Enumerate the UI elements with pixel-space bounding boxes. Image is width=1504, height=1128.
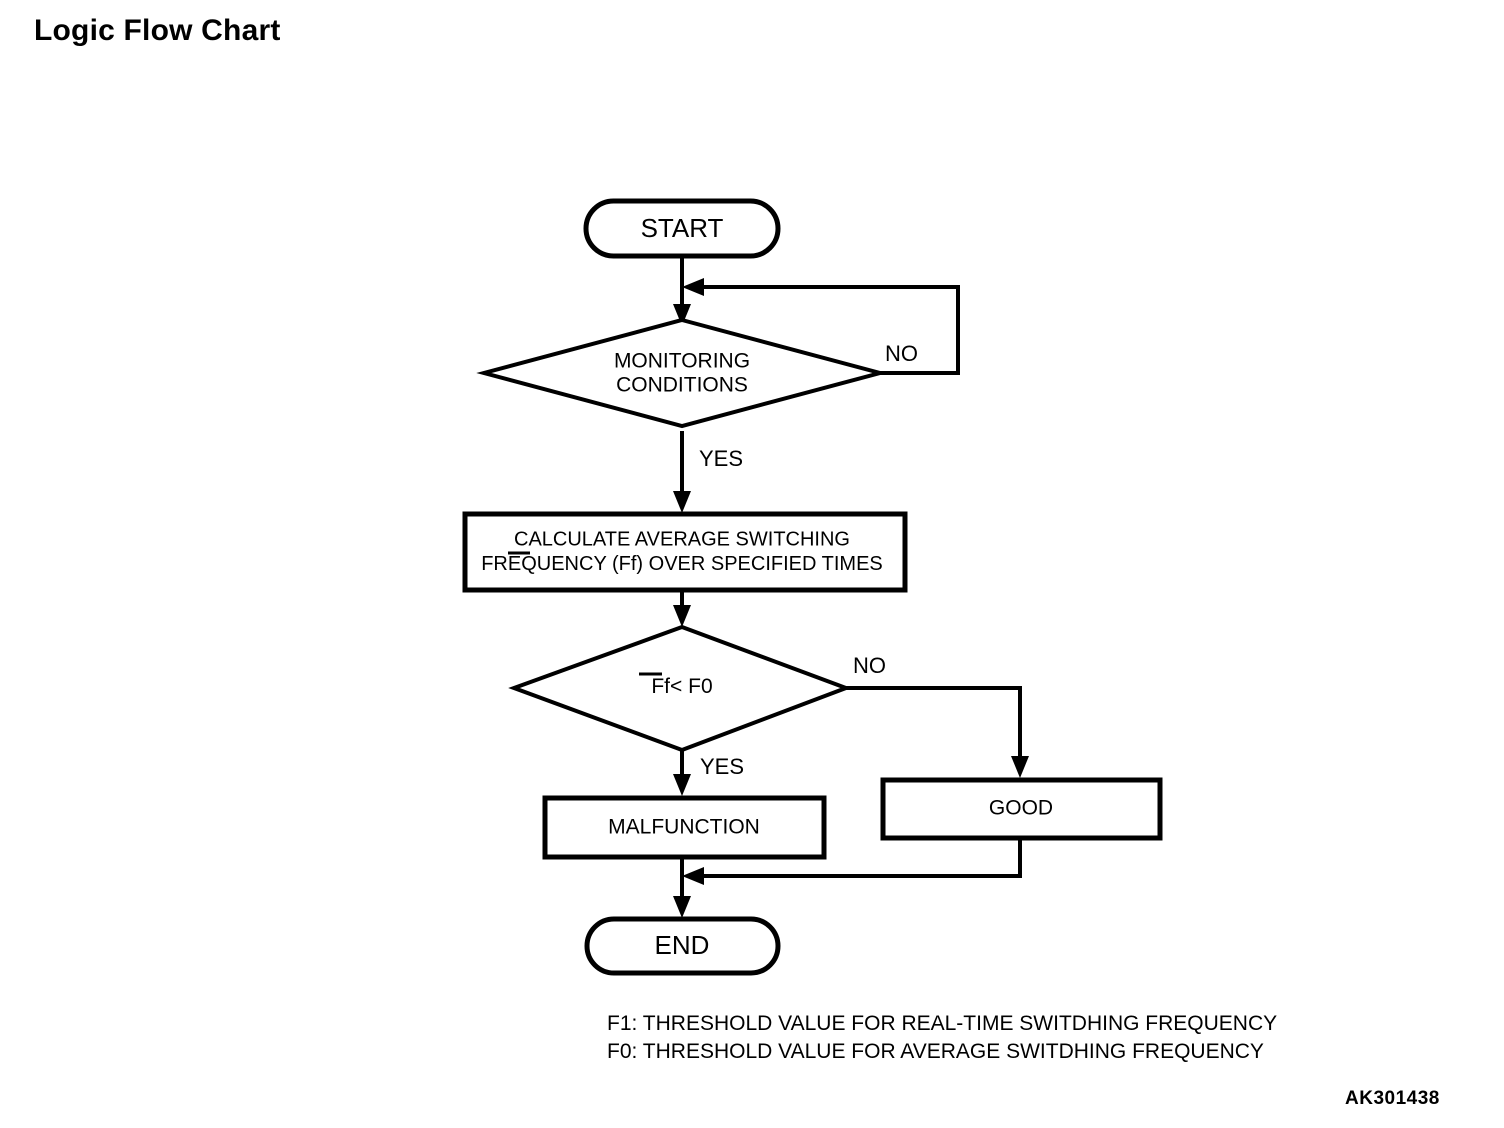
node-calculate-label-line2-pre: FREQUENCY ( (481, 553, 619, 575)
node-compare-label-var: Ff (651, 675, 670, 698)
edge-label-no-compare: NO (853, 653, 886, 678)
node-compare-ff-f0[interactable]: Ff< F0 (508, 624, 852, 753)
legend-line-f0: F0: THRESHOLD VALUE FOR AVERAGE SWITDHIN… (607, 1039, 1264, 1063)
edge-compare-no-to-good (846, 686, 1029, 778)
edge-good-to-join (682, 838, 1022, 885)
node-calculate-label-line1: CALCULATE AVERAGE SWITCHING (514, 528, 850, 550)
edge-start-to-monitoring (673, 257, 691, 326)
edge-monitoring-to-calculate (673, 431, 691, 513)
edge-label-yes-compare: YES (700, 754, 744, 779)
figure-code: AK301438 (1345, 1088, 1440, 1109)
node-malfunction-label: MALFUNCTION (608, 816, 760, 839)
edge-label-yes-monitoring: YES (699, 446, 743, 471)
node-monitoring-label-line1: MONITORING (614, 350, 750, 373)
node-compare-label: Ff< F0 (651, 675, 712, 698)
node-calculate-label-line2: FREQUENCY (Ff) OVER SPECIFIED TIMES (481, 553, 883, 575)
node-monitoring-label-line2: CONDITIONS (616, 374, 748, 397)
legend-line-f1: F1: THRESHOLD VALUE FOR REAL-TIME SWITDH… (607, 1012, 1278, 1035)
node-end-label: END (655, 930, 710, 960)
node-malfunction[interactable]: MALFUNCTION (542, 795, 827, 860)
node-good[interactable]: GOOD (880, 777, 1163, 841)
edge-calculate-to-compare (673, 592, 691, 627)
node-start-label: START (641, 213, 724, 243)
node-compare-label-rest: < F0 (670, 675, 713, 698)
edge-monitoring-no-loop (682, 278, 960, 375)
node-start[interactable]: START (583, 198, 781, 259)
node-calculate-average[interactable]: CALCULATE AVERAGE SWITCHING FREQUENCY (F… (462, 511, 908, 593)
node-calculate-label-line2-post: ) OVER SPECIFIED TIMES (636, 553, 882, 575)
edge-label-no-monitoring: NO (885, 341, 918, 366)
node-good-label: GOOD (989, 797, 1053, 820)
legend: F1: THRESHOLD VALUE FOR REAL-TIME SWITDH… (607, 1010, 1277, 1065)
edge-malfunction-to-end (673, 857, 691, 918)
node-monitoring-conditions[interactable]: MONITORING CONDITIONS (476, 317, 888, 429)
node-end[interactable]: END (584, 916, 781, 976)
node-calculate-label-line2-var: Ff (619, 553, 637, 575)
page-title: Logic Flow Chart (34, 14, 281, 47)
edge-compare-yes-to-malfunction (673, 750, 691, 796)
